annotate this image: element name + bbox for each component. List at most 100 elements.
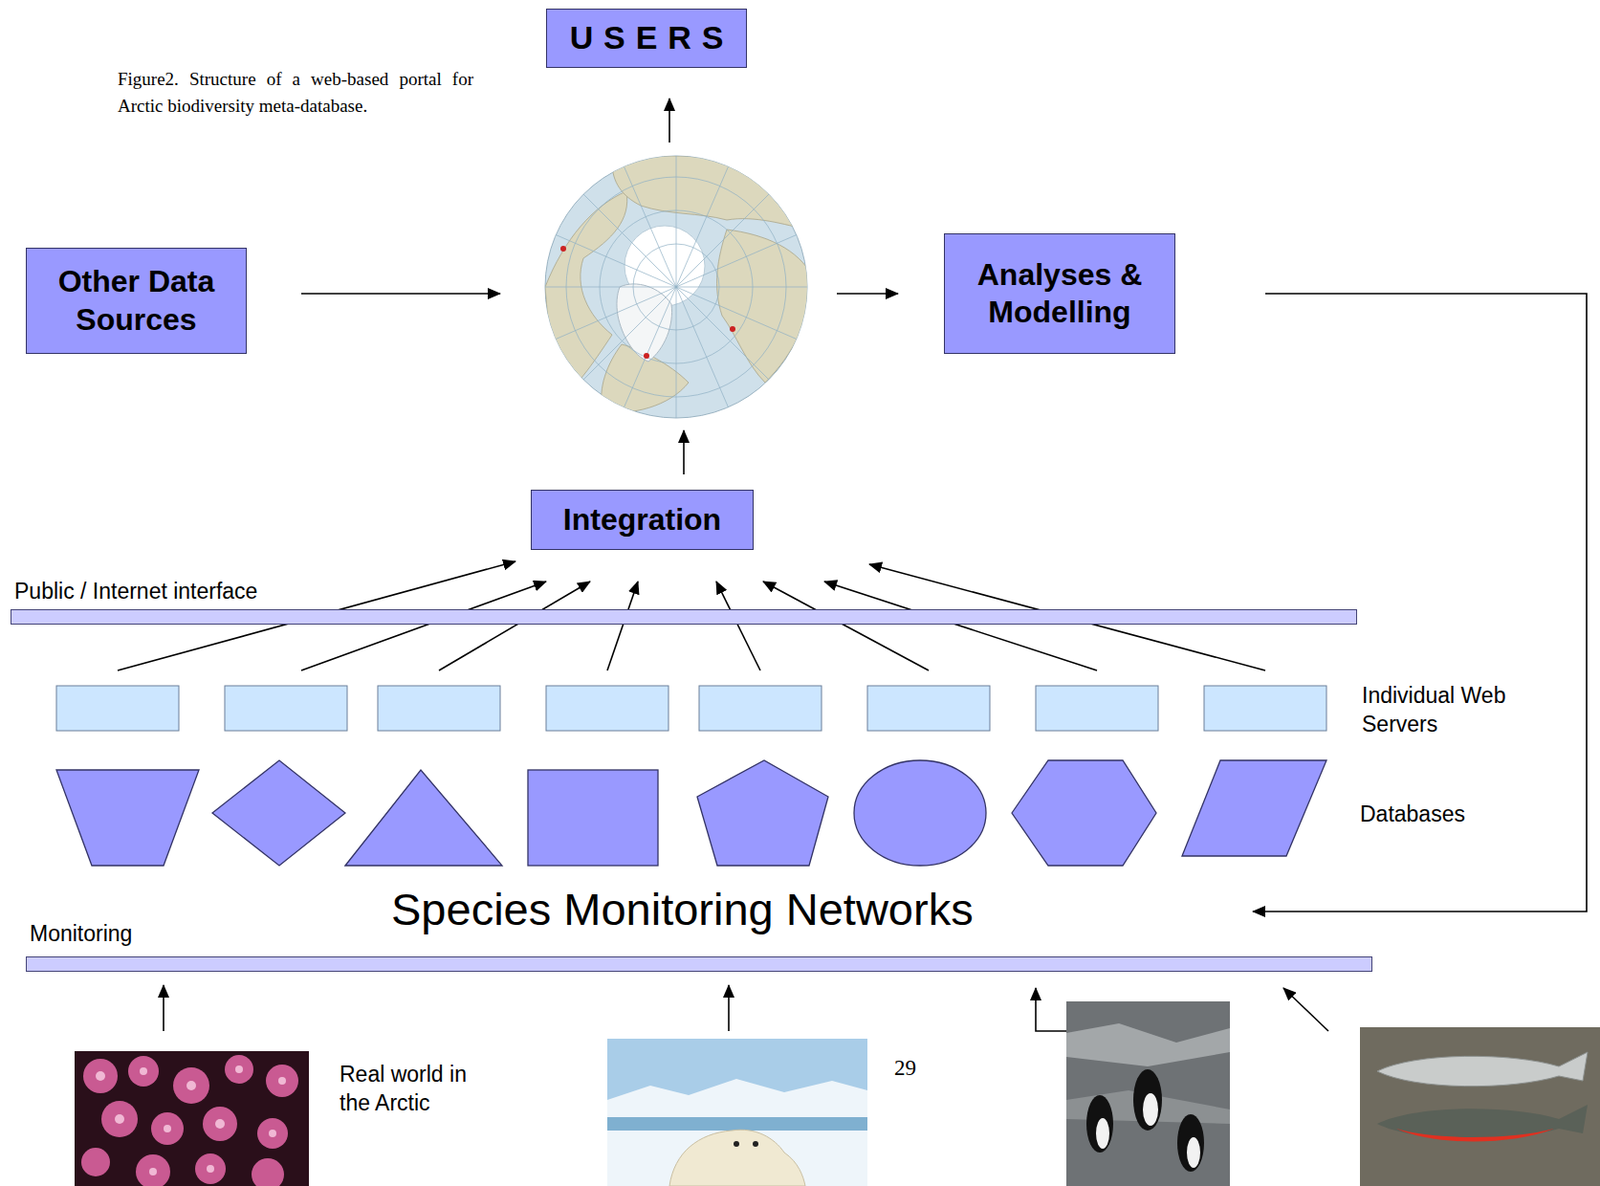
flow-arrow xyxy=(1252,293,1587,912)
flower-photo xyxy=(278,1076,286,1085)
layer-label: Databases xyxy=(1359,799,1466,829)
arctic-globe xyxy=(535,155,813,418)
guillemot-photo xyxy=(1133,1069,1162,1131)
band-label: Public / Internet interface xyxy=(14,578,258,605)
database-shape xyxy=(854,760,987,866)
web-server-box xyxy=(1035,685,1159,731)
flower-photo xyxy=(151,1112,184,1145)
database-shape xyxy=(56,760,1327,866)
flow-arrow xyxy=(301,98,1587,912)
flower-photo xyxy=(95,1065,286,1176)
flower-photo xyxy=(268,1129,277,1138)
polar-bear-photo xyxy=(607,1038,868,1186)
flow-arrow xyxy=(682,430,685,475)
polar-bear-photo xyxy=(607,1038,868,1186)
guillemot-photo xyxy=(1177,1114,1205,1172)
database-shape xyxy=(1011,760,1157,866)
monitoring-band: Monitoring xyxy=(25,956,1373,972)
box-label: Analyses & Modelling xyxy=(954,256,1165,331)
arctic-globe xyxy=(717,229,813,383)
flower-photo xyxy=(149,1167,157,1176)
flower-photo xyxy=(101,1100,138,1138)
server-arrow xyxy=(716,581,761,671)
arctic-globe xyxy=(560,245,567,252)
flower-photo xyxy=(114,1114,125,1124)
flower-photo xyxy=(215,1118,225,1129)
polar-bear-photo xyxy=(669,1129,806,1186)
flower-photo xyxy=(81,1054,299,1186)
monitoring-arrow xyxy=(1283,987,1329,1031)
flower-photo xyxy=(257,1117,288,1149)
fish-photo xyxy=(1377,1052,1588,1087)
figure-caption: Figure2. Structure of a web-based portal… xyxy=(117,65,474,119)
flow-arrow xyxy=(836,292,899,295)
database-shape xyxy=(1182,760,1327,856)
web-server-box xyxy=(1204,685,1327,731)
server-arrow xyxy=(824,581,1097,671)
web-server-box xyxy=(546,685,669,731)
box-label: USERS xyxy=(569,18,735,58)
database-shape xyxy=(345,769,503,866)
flower-photo xyxy=(265,1064,299,1097)
polar-bear-photo xyxy=(752,1140,759,1147)
flower-photo xyxy=(139,1067,148,1075)
page-number: 29 xyxy=(894,1053,917,1083)
layer-label: Individual Web Servers xyxy=(1361,680,1530,740)
flow-arrow xyxy=(301,292,501,295)
database-shape xyxy=(697,760,829,866)
flower-photo xyxy=(83,1058,118,1094)
guillemot-photo xyxy=(1086,1069,1205,1172)
web-server-box xyxy=(224,685,348,731)
flower-photo xyxy=(74,1051,309,1186)
monitoring-arrow xyxy=(162,985,165,1031)
polar-bear-photo xyxy=(733,1140,740,1147)
flower-photo xyxy=(251,1158,285,1186)
web-server-box xyxy=(56,685,1327,731)
guillemot-photo xyxy=(1066,1001,1230,1186)
database-shape xyxy=(212,760,346,866)
arctic-globe xyxy=(623,165,729,409)
web-server-box xyxy=(377,685,501,731)
box-label: Integration xyxy=(563,501,722,539)
guillemot-photo xyxy=(1066,1023,1230,1067)
guillemot-photo xyxy=(1142,1093,1159,1126)
flower-photo xyxy=(206,1164,215,1173)
web-server-box xyxy=(56,685,179,731)
flow-arrow xyxy=(668,98,671,143)
flower-photo xyxy=(128,1055,159,1087)
server-arrow xyxy=(607,581,638,671)
users-box: USERS xyxy=(546,8,747,68)
arctic-globe xyxy=(623,165,729,409)
fish-photo xyxy=(1359,1027,1600,1186)
arctic-globe xyxy=(643,352,650,359)
monitoring-arrow xyxy=(727,985,730,1031)
flower-photo xyxy=(235,1065,243,1074)
flower-photo xyxy=(186,1080,197,1091)
web-server-box xyxy=(699,685,822,731)
arctic-globe xyxy=(601,344,689,413)
arctic-globe xyxy=(535,155,813,418)
arctic-globe xyxy=(729,326,736,332)
photo-label: Real world in the Arctic xyxy=(339,1059,493,1118)
monitoring-arrow xyxy=(1035,987,1067,1031)
analysis-box: Analyses & Modelling xyxy=(943,233,1176,354)
flower-photo xyxy=(135,1154,171,1186)
fish-photo xyxy=(1377,1104,1588,1140)
arctic-globe xyxy=(616,284,673,362)
database-shape xyxy=(56,769,199,866)
flower-photo xyxy=(95,1071,106,1081)
interface-band: Public / Internet interface xyxy=(10,609,1358,625)
section-title: Species Monitoring Networks xyxy=(391,879,974,940)
arctic-globe xyxy=(545,155,808,418)
fish-photo xyxy=(1359,1027,1600,1186)
flower-photo xyxy=(163,1124,172,1133)
flower-photo xyxy=(81,1147,110,1177)
arctic-globe xyxy=(545,155,808,418)
guillemot-photo xyxy=(1095,1117,1110,1149)
band-label: Monitoring xyxy=(29,920,132,947)
web-server-box xyxy=(867,685,990,731)
flower-photo xyxy=(195,1153,226,1184)
flower-photo xyxy=(202,1106,238,1141)
integration-box: Integration xyxy=(530,489,754,550)
